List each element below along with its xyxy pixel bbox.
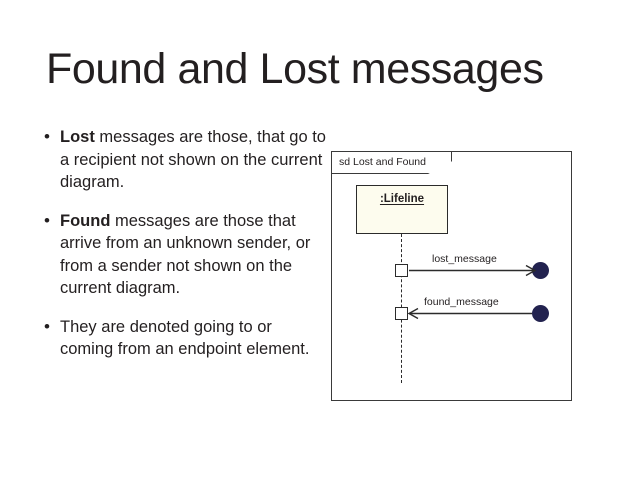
endpoint-found-icon [532, 305, 549, 322]
execution-occurrence-found [395, 307, 408, 320]
uml-sequence-diagram: sd Lost and Found :Lifeline lost_message… [331, 151, 572, 401]
list-item: • Found messages are those that arrive f… [44, 210, 326, 300]
list-item-rest: messages are those, that go to a recipie… [60, 128, 326, 191]
frame-label: sd Lost and Found [339, 156, 426, 168]
bullet-marker-icon: • [44, 127, 50, 146]
frame-tab-inner: sd Lost and Found [332, 152, 452, 174]
found-message-arrowhead-icon [407, 307, 419, 320]
endpoint-lost-icon [532, 262, 549, 279]
page-title: Found and Lost messages [46, 45, 544, 93]
list-item-text: They are denoted going to or coming from… [60, 316, 326, 361]
list-item-lead: Lost [60, 128, 95, 146]
bullet-marker-icon: • [44, 316, 50, 336]
lifeline-label: :Lifeline [379, 193, 425, 205]
message-label-lost: lost_message [432, 253, 497, 265]
list-item-text: Lost messages are those, that go to a re… [60, 126, 326, 194]
execution-occurrence-lost [395, 264, 408, 277]
list-item: • They are denoted going to or coming fr… [44, 316, 326, 361]
list-item-text: Found messages are those that arrive fro… [60, 210, 326, 300]
bullet-marker-icon: • [44, 210, 50, 230]
list-item-rest: messages are those that arrive from an u… [60, 211, 311, 298]
message-label-found: found_message [424, 296, 499, 308]
list-item-rest: They are denoted going to or coming from… [60, 317, 310, 359]
lifeline-head: :Lifeline [356, 185, 448, 234]
bullet-list: • Lost messages are those, that go to a … [44, 126, 326, 361]
list-item: • Lost messages are those, that go to a … [44, 126, 326, 194]
list-item-lead: Found [60, 211, 111, 230]
